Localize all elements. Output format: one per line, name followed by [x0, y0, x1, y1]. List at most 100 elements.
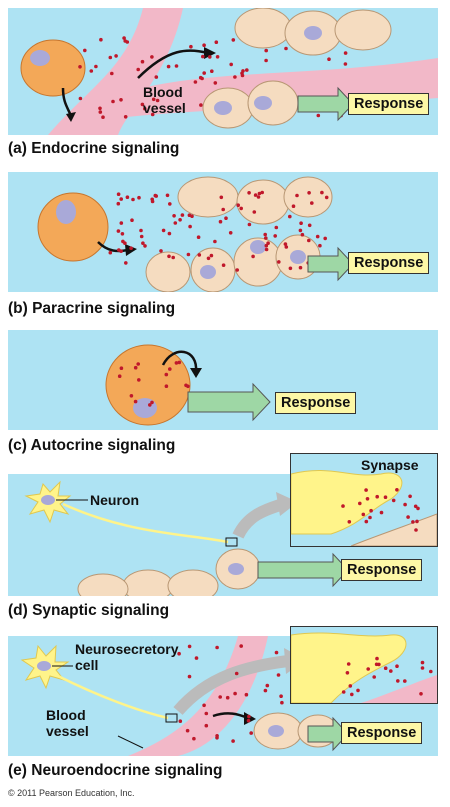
molecule-dot [389, 669, 393, 673]
vessel-label: Blood vessel [143, 84, 186, 116]
molecule-dot [78, 96, 83, 101]
molecule-dot [198, 75, 203, 80]
molecule-dot [119, 98, 123, 102]
molecule-dot [316, 113, 321, 118]
molecule-dot [141, 241, 145, 245]
molecule-dot [187, 213, 192, 217]
caption-synaptic: (d) Synaptic signaling [8, 602, 170, 619]
molecule-dot [315, 234, 320, 239]
neurosecretory-cell [20, 644, 169, 720]
molecule-dot [174, 361, 179, 365]
molecule-dot [143, 244, 147, 248]
molecule-dot [197, 253, 202, 257]
molecule-dot [185, 728, 190, 733]
molecule-dot [291, 204, 296, 208]
molecule-dot [295, 193, 299, 198]
molecule-dot [148, 403, 152, 407]
molecule-dot [210, 69, 214, 73]
molecule-dot [94, 64, 98, 69]
molecule-dot [194, 656, 199, 660]
molecule-dot [136, 362, 140, 366]
response-arrow [307, 246, 354, 282]
molecule-dot [414, 528, 418, 532]
molecule-dot [288, 214, 292, 219]
molecule-dot [411, 520, 415, 524]
molecule-dot [187, 674, 192, 679]
zoom-arrow [232, 498, 285, 539]
synapse-label: Synapse [361, 457, 419, 473]
molecule-dot [116, 201, 121, 206]
molecule-dot [346, 662, 351, 666]
molecule-dot [377, 662, 381, 667]
molecule-dot [188, 224, 192, 229]
molecule-dot [150, 400, 154, 405]
molecule-dot [129, 394, 134, 398]
molecule-dot [108, 250, 113, 255]
molecule-dot [327, 57, 331, 61]
molecule-dot [310, 201, 314, 205]
molecule-dot [202, 71, 206, 75]
caption-endocrine: (a) Endocrine signaling [8, 140, 180, 157]
molecule-dot [133, 399, 138, 404]
molecule-dot [193, 80, 198, 84]
molecule-dot [231, 38, 236, 42]
molecule-dot [98, 110, 103, 114]
molecule-dot [264, 243, 269, 248]
molecule-dot [420, 666, 425, 670]
molecule-dot [345, 671, 350, 675]
molecule-dot [372, 675, 376, 679]
molecule-dot [395, 488, 399, 492]
molecule-dot [348, 684, 353, 688]
molecule-dot [119, 197, 123, 201]
molecule-dot [184, 383, 188, 388]
molecule-dot [111, 99, 115, 104]
molecule-dot [178, 218, 182, 222]
response-box: Response [341, 559, 423, 581]
molecule-dot [178, 719, 183, 723]
signal-molecules [108, 190, 329, 272]
molecule-dot [307, 223, 312, 228]
response-box: Response [348, 93, 430, 115]
molecule-dot [341, 690, 346, 694]
molecule-dot [273, 234, 278, 238]
molecule-dot [264, 58, 268, 63]
molecule-dot [416, 506, 420, 511]
nucleus [30, 50, 50, 66]
molecule-dot [155, 98, 160, 103]
molecule-dot [253, 193, 258, 197]
molecule-dot [214, 40, 219, 44]
molecule-dot [300, 232, 305, 237]
molecule-dot [221, 207, 225, 212]
molecule-dot [110, 71, 114, 76]
molecule-dot [168, 202, 172, 206]
molecule-dot [369, 508, 373, 513]
molecule-dot [173, 221, 178, 225]
molecule-dot [192, 736, 196, 741]
molecule-dot [150, 55, 154, 59]
molecule-dot [167, 254, 171, 259]
molecule-dot [224, 216, 228, 220]
molecule-dot [240, 73, 245, 78]
molecule-dot [284, 46, 288, 51]
endocrine-panel: Blood vessel Response [8, 8, 438, 135]
release-inset [290, 626, 438, 704]
molecule-dot [274, 225, 279, 230]
molecule-dot [260, 190, 264, 195]
molecule-dot [119, 366, 124, 370]
molecule-dot [78, 65, 82, 69]
molecule-dot [364, 488, 368, 492]
response-box: Response [348, 252, 430, 274]
molecule-dot [98, 106, 102, 111]
molecule-dot [213, 239, 217, 244]
autocrine-arrow [161, 350, 198, 373]
molecule-dot [129, 246, 133, 250]
molecule-dot [408, 494, 412, 499]
molecule-dot [298, 228, 303, 233]
molecule-dot [202, 43, 206, 47]
molecule-dot [233, 691, 237, 696]
molecule-dot [143, 106, 147, 111]
molecule-dot [130, 218, 134, 222]
molecule-dot [168, 367, 172, 371]
synapse-marker [225, 537, 238, 547]
molecule-dot [133, 365, 138, 370]
